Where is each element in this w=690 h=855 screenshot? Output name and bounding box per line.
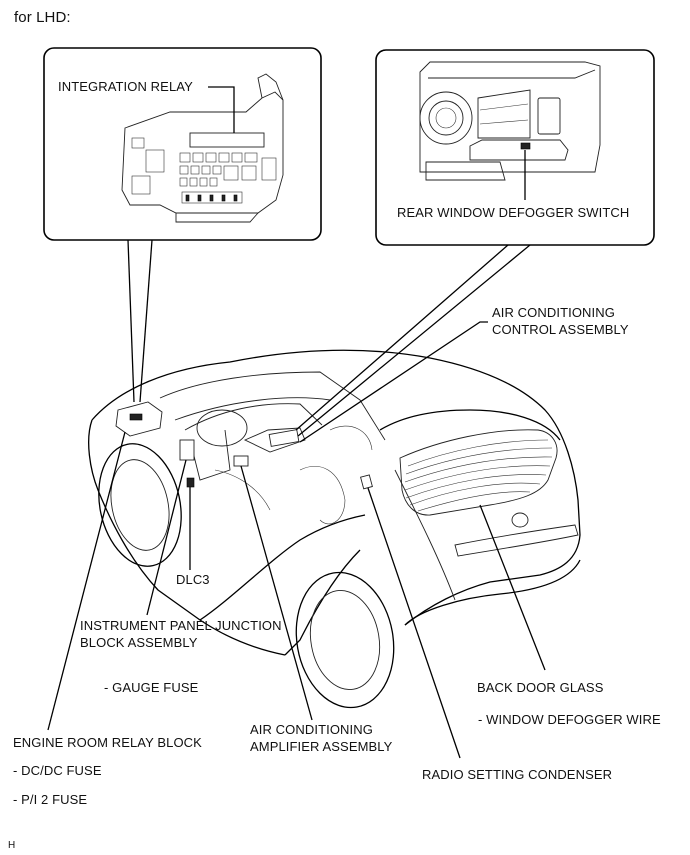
ac-control-label-line2: CONTROL ASSEMBLY	[492, 322, 629, 337]
ac-amplifier-label-line2: AMPLIFIER ASSEMBLY	[250, 739, 393, 754]
relay-block-inset	[43, 47, 322, 241]
rear-window-defogger-switch-label: REAR WINDOW DEFOGGER SWITCH	[397, 205, 630, 220]
back-door-glass-label: BACK DOOR GLASS	[477, 680, 604, 695]
engine-room-relay-block-label: ENGINE ROOM RELAY BLOCK	[13, 735, 202, 750]
window-defogger-wire-label: - WINDOW DEFOGGER WIRE	[478, 712, 661, 727]
integration-relay-label: INTEGRATION RELAY	[58, 79, 193, 94]
ac-amplifier-label-line1: AIR CONDITIONING	[250, 722, 373, 737]
dlc3-label: DLC3	[176, 572, 210, 587]
ac-control-label-line1: AIR CONDITIONING	[492, 305, 615, 320]
vehicle-body	[88, 349, 581, 709]
dcdc-fuse-label: - DC/DC FUSE	[13, 763, 102, 778]
leader-lines	[47, 239, 546, 759]
pi2-fuse-label: - P/I 2 FUSE	[13, 792, 88, 807]
figure-code: H	[8, 840, 16, 851]
radio-setting-condenser-label: RADIO SETTING CONDENSER	[422, 767, 613, 782]
ip-junction-label-line1: INSTRUMENT PANEL JUNCTION	[80, 618, 282, 633]
gauge-fuse-label: - GAUGE FUSE	[104, 680, 199, 695]
switch-panel-inset	[375, 49, 655, 246]
ip-junction-label-line2: BLOCK ASSEMBLY	[80, 635, 198, 650]
page-title: for LHD:	[14, 9, 71, 26]
